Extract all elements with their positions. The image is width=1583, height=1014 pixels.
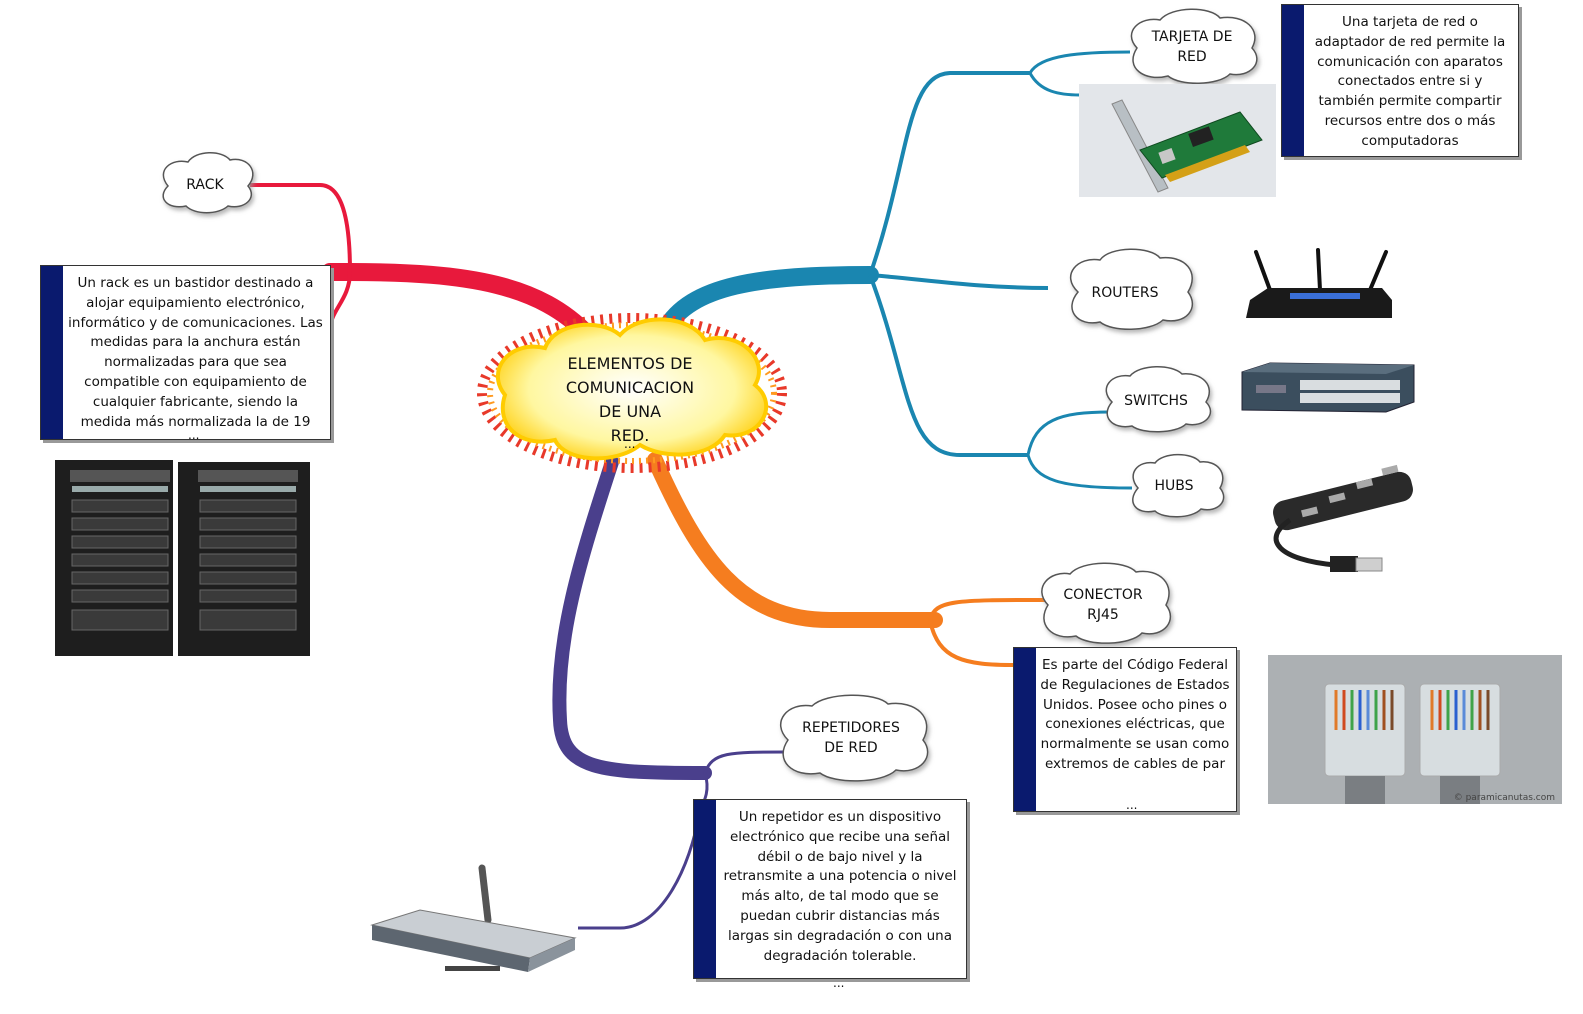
node-hubs[interactable]: HUBS [1154,478,1194,494]
network-card-image [1079,84,1276,197]
cloud-routers [1070,248,1194,330]
cloud-repetidores [780,694,929,782]
rack-image [55,460,310,656]
branch-network-devices [656,50,1133,490]
node-repetidores-de-red[interactable]: REPETIDORES DE RED [802,720,900,756]
branch-conector [647,452,1046,667]
note-rack-text: Un rack es un bastidor destinado a aloja… [68,275,323,430]
cloud-rack [162,152,254,214]
note-conector-rj45[interactable]: Es parte del Código Federal de Regulacio… [1013,647,1237,812]
cloud-tarjeta [1130,8,1258,84]
note-repetidores-de-red[interactable]: Un repetidor es un dispositivo electróni… [693,799,967,979]
note-bar [41,266,63,439]
node-rack[interactable]: RACK [186,177,224,193]
note-rack[interactable]: Un rack es un bastidor destinado a aloja… [40,265,331,440]
note-bar [1282,5,1304,156]
note-bar [1014,648,1036,811]
note-tarjeta-de-red[interactable]: Una tarjeta de red o adaptador de red pe… [1281,4,1519,157]
node-tarjeta-de-red[interactable]: TARJETA DE RED [1151,29,1233,65]
note-conector-ellipsis: ... [1126,798,1138,812]
note-tarjeta-text: Una tarjeta de red o adaptador de red pe… [1314,14,1506,149]
note-repetidores-ellipsis: ... [833,976,845,990]
rj45-watermark: © paramicanutas.com [1454,793,1555,803]
cloud-switchs [1105,366,1212,433]
cloud-hubs [1132,453,1225,518]
rj45-image: © paramicanutas.com [1268,655,1562,804]
node-switchs[interactable]: SWITCHS [1124,393,1188,409]
switch-image [1241,362,1415,413]
central-topic-title[interactable]: ELEMENTOS DE COMUNICACION DE UNA RED. [565,354,695,445]
central-topic-ellipsis: ... [624,437,636,451]
cloud-conector [1041,562,1172,644]
node-conector-rj45[interactable]: CONECTOR RJ45 [1063,587,1143,623]
usb-hub-image [1273,464,1413,572]
router-image [1246,248,1392,318]
node-routers[interactable]: ROUTERS [1091,285,1159,301]
note-rack-ellipsis: ... [188,428,200,442]
note-bar [694,800,716,978]
repeater-image [370,864,577,972]
central-cloud [477,313,787,473]
note-conector-text: Es parte del Código Federal de Regulacio… [1040,657,1230,772]
note-repetidores-text: Un repetidor es un dispositivo electróni… [723,809,957,964]
